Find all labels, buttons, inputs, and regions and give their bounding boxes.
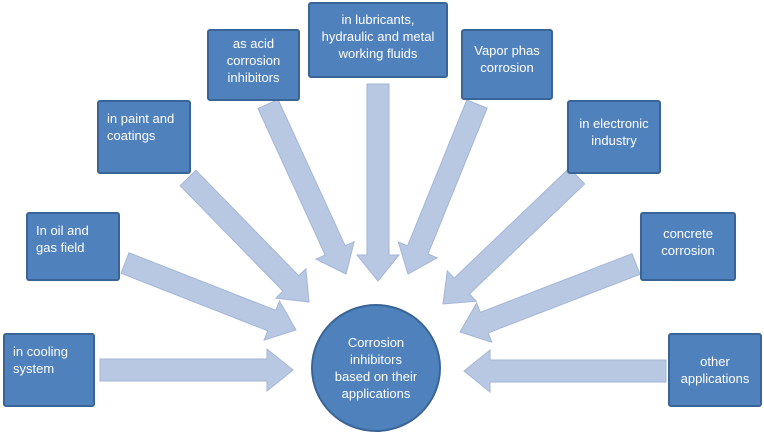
arrow-other bbox=[463, 348, 667, 394]
arrow-oil-gas bbox=[120, 252, 297, 341]
arrow-cooling bbox=[99, 347, 294, 393]
box-electronic-industry: in electronic industry bbox=[567, 100, 661, 174]
arrow-acid bbox=[257, 98, 355, 275]
center-node-corrosion-inhibitors: Corrosion inhibitors based on their appl… bbox=[311, 304, 441, 432]
box-vapor-phase-corrosion: Vapor phas corrosion bbox=[461, 29, 553, 100]
box-lubricants-fluids: in lubricants, hydraulic and metal worki… bbox=[308, 2, 448, 78]
box-paint-coatings: in paint and coatings bbox=[97, 100, 191, 174]
arrow-lubricants bbox=[355, 83, 401, 282]
box-oil-gas-field: In oil and gas field bbox=[26, 212, 120, 281]
arrow-electronic bbox=[442, 167, 586, 305]
box-concrete-corrosion: concrete corrosion bbox=[640, 212, 736, 281]
arrow-concrete bbox=[459, 253, 641, 343]
arrow-paint bbox=[179, 169, 310, 303]
box-other-applications: other applications bbox=[668, 333, 762, 407]
box-acid-corrosion-inhibitors: as acid corrosion inhibitors bbox=[207, 29, 300, 101]
arrow-vapor bbox=[397, 99, 488, 275]
box-cooling-system: in cooling system bbox=[3, 333, 95, 407]
